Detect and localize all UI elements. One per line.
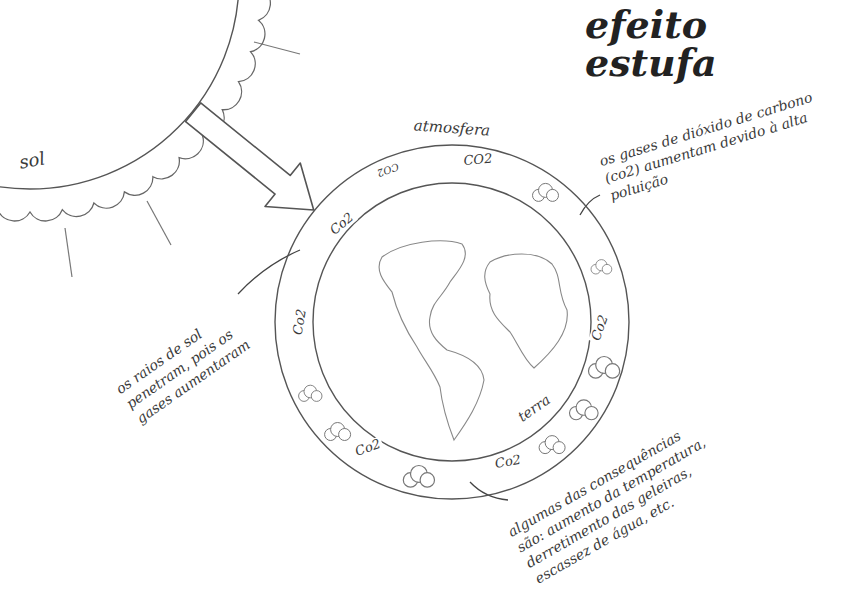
- gas-cloud: [570, 400, 599, 420]
- cloud-puff: [547, 189, 559, 201]
- gas-cloud: [589, 357, 620, 379]
- shape-outline: [312, 182, 592, 462]
- gas-label: Co2: [492, 452, 524, 471]
- sun-edge: [0, 0, 270, 221]
- gas-label: Co2: [290, 306, 309, 338]
- sun-ray: [147, 201, 171, 245]
- sun-shape: sol: [0, 0, 240, 190]
- diagram-title: efeito estufa: [585, 6, 755, 82]
- cloud-puff: [602, 264, 612, 274]
- atmosphere-ring: terraatmosfera: [274, 144, 630, 500]
- sun-ray: [65, 228, 72, 277]
- gas-label: CO2: [374, 160, 402, 179]
- annotation-note: os gases de dióxido de carbono (co2) aum…: [597, 86, 833, 205]
- leader-line: [238, 250, 300, 294]
- annotation-note: os raios de sol penetram, pois os gases …: [112, 303, 258, 428]
- continent-outline: [485, 254, 568, 368]
- gas-cloud: [299, 385, 322, 401]
- cloud-puff: [339, 429, 351, 441]
- shape-label: sol: [17, 147, 46, 172]
- earth-circle: terra: [312, 182, 592, 462]
- atmosphere-outline: [275, 145, 629, 499]
- gas-label: Co2: [351, 436, 384, 460]
- cloud-puff: [605, 364, 619, 378]
- gas-cloud: [403, 466, 434, 488]
- sun-scallop: [0, 0, 270, 221]
- gas-cloud: [539, 436, 565, 454]
- sunlight-arrow: [186, 103, 314, 210]
- shape-label: atmosfera: [413, 116, 491, 139]
- earth-outline: [313, 183, 591, 461]
- gas-cloud: [325, 423, 351, 441]
- cloud-puff: [585, 407, 598, 420]
- sun-outline: [0, 0, 239, 189]
- continent-outline: [379, 241, 484, 440]
- gas-cloud: [591, 260, 612, 274]
- cloud-puff: [420, 473, 434, 487]
- sun-ray: [254, 42, 300, 54]
- shape-outline: [274, 144, 630, 500]
- gas-label: Co2: [588, 311, 612, 344]
- cloud-puff: [553, 442, 565, 454]
- cloud-puff: [311, 391, 322, 402]
- annotation-note: algumas das consequências são: aumento d…: [505, 413, 736, 588]
- gas-clouds: [299, 183, 620, 487]
- gas-label: CO2: [461, 151, 495, 168]
- gas-cloud: [533, 183, 559, 201]
